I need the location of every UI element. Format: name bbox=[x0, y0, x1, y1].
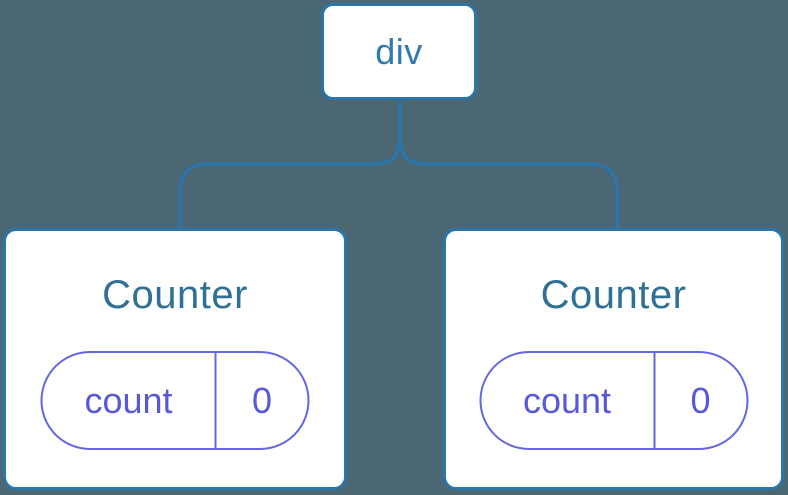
state-pill: count 0 bbox=[40, 351, 310, 450]
connector-left-branch bbox=[178, 101, 402, 230]
component-title: Counter bbox=[102, 273, 248, 317]
pill-divider bbox=[653, 353, 655, 448]
state-key: count bbox=[522, 379, 612, 421]
component-title: Counter bbox=[540, 273, 687, 317]
counter-card-right: Counter count 0 bbox=[443, 228, 784, 490]
root-node-label: div bbox=[375, 30, 423, 72]
connector-right-branch bbox=[398, 101, 619, 230]
state-value: 0 bbox=[690, 379, 711, 421]
state-key: count bbox=[84, 379, 173, 421]
state-value: 0 bbox=[251, 379, 273, 421]
pill-divider bbox=[214, 353, 217, 448]
root-node-div: div bbox=[321, 3, 477, 100]
state-pill: count 0 bbox=[479, 351, 748, 450]
counter-card-left: Counter count 0 bbox=[3, 228, 347, 490]
